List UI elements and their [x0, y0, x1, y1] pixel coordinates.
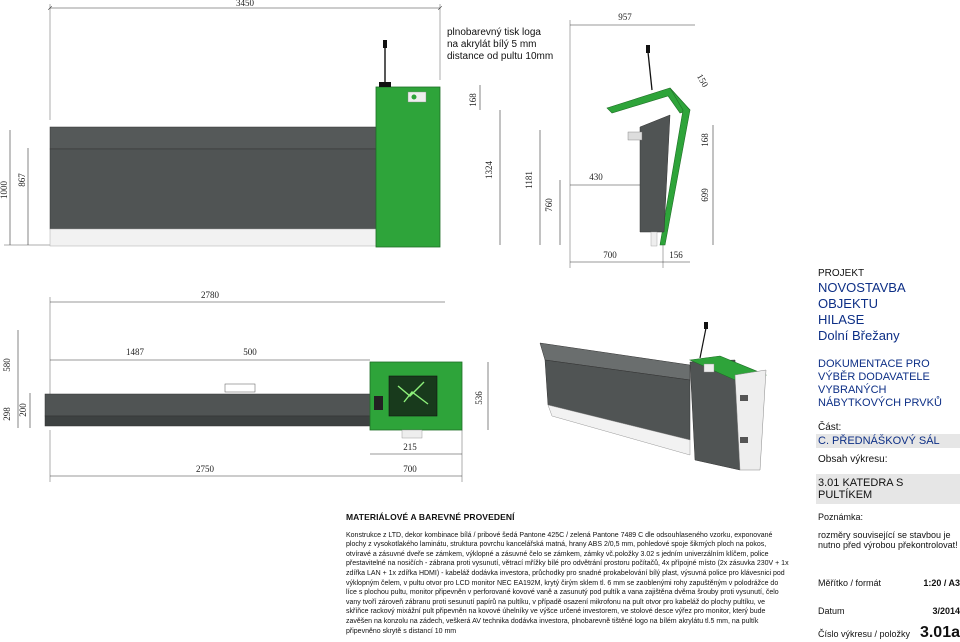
notes-text-1: rozměry související se stavbou je: [818, 530, 951, 540]
microphone-icon: [704, 322, 708, 329]
dim-580: 580: [2, 358, 12, 372]
dim-3450: 3450: [236, 0, 255, 8]
perspective-view: [539, 322, 768, 471]
materials-line: líce s plochou pultu, monitor připevněn …: [346, 589, 779, 597]
dim-867: 867: [17, 173, 27, 187]
dim-215: 215: [403, 442, 417, 452]
sheet-value: 3.01a: [919, 624, 960, 641]
print-note: plnobarevný tisk loga na akrylát bílý 5 …: [447, 27, 553, 62]
monitor-screen: [388, 375, 438, 417]
microphone-icon: [383, 40, 387, 48]
dim-700-plan: 700: [403, 464, 417, 474]
materials-line: Konstrukce z LTD, dekor kombinace bílá /…: [346, 531, 773, 539]
materials-line: skříňce rackový mixážní pult připevněn n…: [346, 608, 766, 616]
print-note-line-1: plnobarevný tisk loga: [447, 27, 541, 38]
materials-line: otvíravé a zásuvné dveře se zámkem, výkl…: [346, 550, 769, 558]
dim-430: 430: [589, 172, 603, 182]
doc-line-2: VÝBĚR DODAVATELE: [818, 371, 930, 383]
title-block: PROJEKT NOVOSTAVBA OBJEKTU HILASE Dolní …: [816, 268, 960, 504]
project-name-3: Dolní Břežany: [818, 328, 900, 343]
print-note-line-2: na akrylát bílý 5 mm: [447, 39, 536, 50]
dim-957: 957: [618, 12, 632, 22]
dim-168-side: 168: [700, 133, 710, 147]
materials-line: vany tvoří zároveň zábranu proti sesunut…: [346, 598, 766, 606]
date-row: Datum 3/2014: [818, 600, 960, 616]
materials-line: připevněno skrytě s distancí 10 mm: [346, 627, 457, 635]
doc-line-1: DOKUMENTACE PRO: [818, 358, 930, 370]
dim-168-front: 168: [468, 93, 478, 107]
materials-line: zavěšen na konzolu na zádech, veškerá AV…: [346, 617, 759, 625]
notes-text-2: nutno před výrobou překontrolovat!: [818, 540, 958, 550]
dim-156: 156: [669, 250, 683, 260]
scale-value: 1:20 / A3: [923, 578, 960, 588]
print-note-line-3: distance od pultu 10mm: [447, 51, 553, 62]
technical-drawing: 3450 1000 867 168 1324 1181 760 plnobare…: [0, 0, 768, 482]
logo-plate: [407, 91, 427, 103]
dim-1487: 1487: [126, 347, 145, 357]
logo-plate: [401, 429, 423, 439]
notes-label: Poznámka:: [818, 512, 864, 522]
materials-line: plochy z vysokotlakého laminátu, struktu…: [346, 541, 767, 549]
doc-line-4: NÁBYTKOVÝCH PRVKŮ: [818, 397, 942, 409]
dim-760: 760: [544, 198, 554, 212]
dim-1181: 1181: [524, 171, 534, 189]
materials-line: přestavitelné na nosičích - zábrana prot…: [346, 560, 789, 568]
microphone-icon: [646, 45, 650, 53]
dim-699: 699: [700, 188, 710, 202]
project-name-1: NOVOSTAVBA OBJEKTU: [818, 280, 905, 311]
scale-row: Měřítko / formát 1:20 / A3: [818, 578, 960, 588]
sheet-label: Číslo výkresu / položky: [818, 629, 911, 639]
project-label: PROJEKT: [818, 268, 865, 279]
dim-700-side: 700: [603, 250, 617, 260]
scale-label: Měřítko / formát: [818, 578, 882, 588]
dim-2780: 2780: [201, 290, 220, 300]
dim-150: 150: [695, 72, 711, 89]
materials-line: zdířka LAN + 1x zdířka HDMI) - kabeláž d…: [346, 569, 785, 577]
part-value: C. PŘEDNÁŠKOVÝ SÁL: [816, 434, 960, 448]
date-label: Datum: [818, 606, 845, 616]
side-section: 957 150 168 699 430 700 156: [569, 12, 714, 268]
doc-line-3: VYBRANÝCH: [818, 384, 887, 396]
part-label: Část:: [818, 422, 842, 433]
dim-500: 500: [243, 347, 257, 357]
dim-200: 200: [18, 403, 28, 417]
dim-1324: 1324: [484, 161, 494, 180]
materials-line: výklopným čelem, v pultu otvor pro LCD m…: [346, 579, 779, 587]
dim-1000: 1000: [0, 181, 9, 200]
front-elevation: 3450 1000 867 168 1324 1181 760: [0, 0, 561, 248]
project-name-2: HILASE: [818, 312, 865, 327]
materials-heading: MATERIÁLOVÉ A BAREVNÉ PROVEDENÍ: [346, 512, 515, 522]
content-label: Obsah výkresu:: [818, 454, 888, 465]
dim-536: 536: [474, 391, 484, 405]
notes-block: Poznámka: rozměry související se stavbou…: [818, 512, 960, 642]
date-value: 3/2014: [932, 606, 960, 616]
materials-section: MATERIÁLOVÉ A BAREVNÉ PROVEDENÍ Konstruk…: [346, 512, 796, 636]
dim-2750: 2750: [196, 464, 215, 474]
dim-298: 298: [2, 407, 12, 421]
plan-view: 2780 1487 500 580 298 200 536 215 2750 7…: [2, 290, 489, 482]
sheet-row: Číslo výkresu / položky 3.01a: [818, 624, 960, 642]
content-value: 3.01 KATEDRA S PULTÍKEM: [816, 474, 960, 504]
